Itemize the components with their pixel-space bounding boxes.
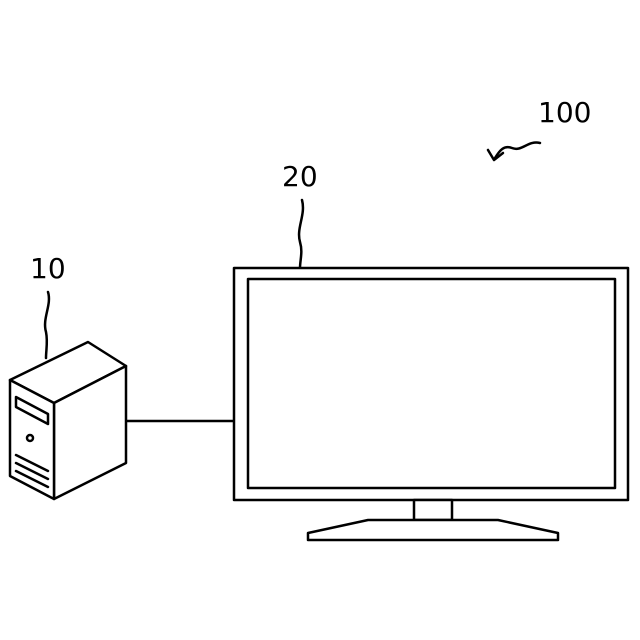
monitor-stand-base	[308, 520, 558, 540]
computer-leader-line	[45, 292, 49, 358]
system-reference-label: 100	[538, 96, 591, 129]
computer-reference-label: 10	[30, 252, 66, 285]
monitor-stand-neck	[414, 500, 452, 520]
monitor-bezel	[234, 268, 628, 500]
computer-tower	[10, 342, 126, 499]
monitor-reference-label: 20	[282, 160, 318, 193]
monitor	[234, 268, 628, 540]
system-reference-arrow	[495, 143, 540, 158]
monitor-leader-line	[299, 200, 303, 268]
